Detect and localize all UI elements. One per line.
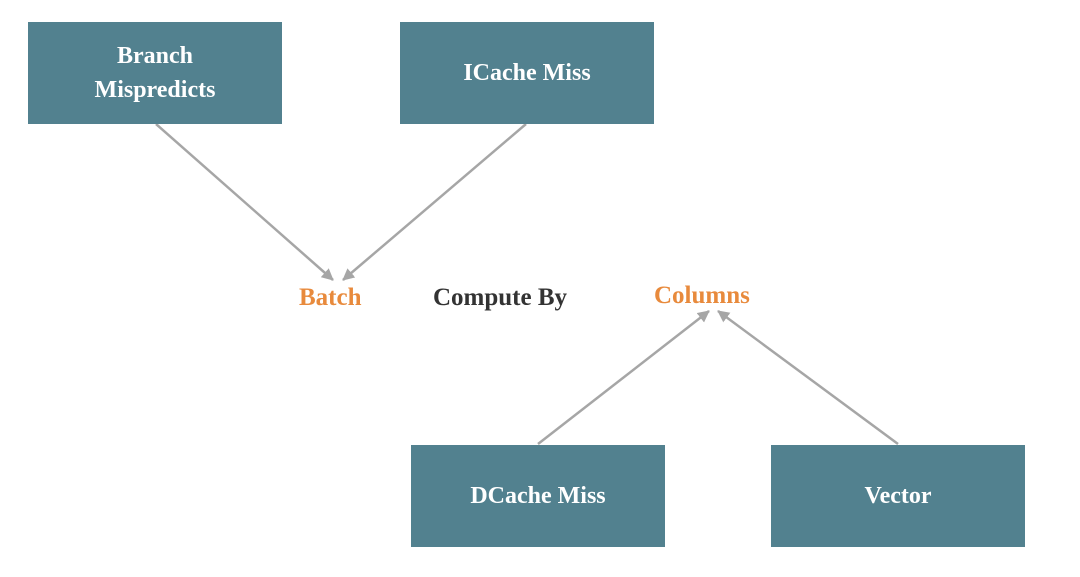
arrow-vector-to-columns (717, 309, 899, 446)
vector-box: Vector (771, 445, 1025, 547)
compute-by-label: Compute By (433, 284, 568, 311)
columns-label: Columns (654, 282, 750, 309)
batch-label: Batch (299, 284, 362, 311)
icache-miss-box: ICache Miss (400, 22, 654, 124)
arrow-icache-to-batch (342, 123, 527, 281)
dcache-miss-box: DCache Miss (411, 445, 665, 547)
branch-mispredicts-box: Branch Mispredicts (28, 22, 282, 124)
arrow-dcache-to-columns (537, 310, 710, 445)
arrow-branch-to-batch (155, 123, 334, 281)
